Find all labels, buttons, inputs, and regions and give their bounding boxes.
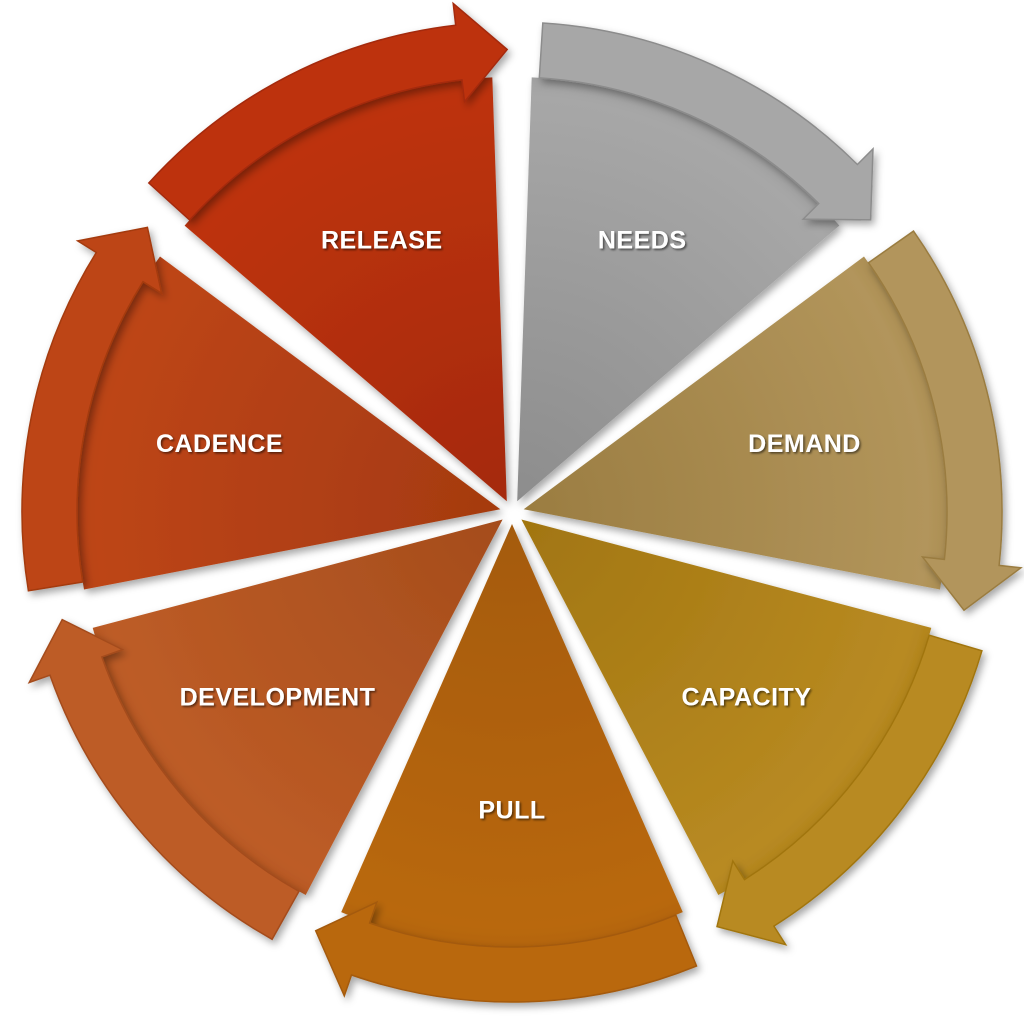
segment-label-development: DEVELOPMENT xyxy=(180,684,376,712)
segment-wedge-development xyxy=(92,519,503,895)
segment-arrow-demand xyxy=(867,230,1023,612)
segment-wedge-demand xyxy=(523,256,947,590)
segment-label-cadence: CADENCE xyxy=(156,430,283,458)
segment-arrow-capacity xyxy=(716,634,983,946)
segment-arrow-pull xyxy=(314,900,698,1003)
segment-wedge-cadence xyxy=(77,256,501,590)
segment-arrow-development xyxy=(27,618,301,941)
segment-wedge-needs xyxy=(517,77,840,502)
segment-wedge-capacity xyxy=(521,519,932,895)
segment-label-pull: PULL xyxy=(478,797,545,825)
segment-label-needs: NEEDS xyxy=(598,226,687,254)
segment-arrow-cadence xyxy=(21,226,163,592)
segment-arrow-needs xyxy=(538,22,874,221)
segment-arrow-release xyxy=(147,1,509,222)
segment-label-demand: DEMAND xyxy=(748,430,861,458)
segment-label-capacity: CAPACITY xyxy=(682,684,812,712)
segment-label-release: RELEASE xyxy=(321,226,443,254)
segment-wedge-pull xyxy=(341,524,683,948)
segment-wedge-release xyxy=(184,77,507,502)
